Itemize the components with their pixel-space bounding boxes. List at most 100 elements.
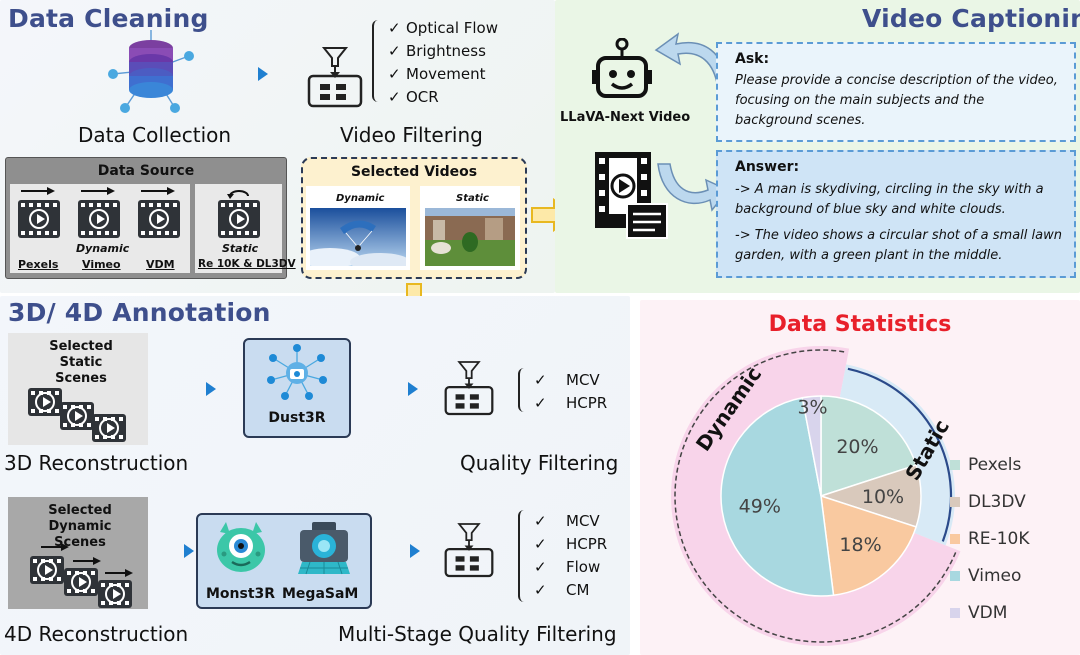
scene-video-icon bbox=[92, 414, 126, 442]
source-vimeo: Vimeo bbox=[82, 258, 121, 271]
pie-label-re-10k: 18% bbox=[839, 534, 881, 556]
filter-item: ✓MCV bbox=[534, 370, 600, 389]
filter-item: ✓Movement bbox=[388, 64, 486, 83]
video-filtering-label: Video Filtering bbox=[340, 123, 483, 147]
legend-swatch bbox=[950, 607, 960, 618]
pie-slice-vdm bbox=[801, 395, 822, 497]
pie-label-vimeo: 49% bbox=[739, 496, 781, 518]
scene-video-icon bbox=[64, 568, 98, 596]
pie-label-dl3dv: 10% bbox=[862, 486, 904, 508]
scene-video-icon bbox=[98, 580, 132, 608]
multi-stage-filtering-label: Multi-Stage Quality Filtering bbox=[338, 622, 617, 646]
filter-item: ✓OCR bbox=[388, 87, 439, 106]
selected-videos-title: Selected Videos bbox=[350, 164, 478, 180]
legend-item: VDM bbox=[950, 594, 1029, 631]
motion-arrow-icon bbox=[141, 187, 175, 195]
arrow-icon bbox=[180, 382, 216, 396]
source-vdm: VDM bbox=[146, 258, 175, 271]
video-document-icon bbox=[595, 152, 668, 239]
legend-label: DL3DV bbox=[968, 491, 1026, 512]
camera-network-icon bbox=[267, 344, 327, 400]
filter-item: ✓MCV bbox=[534, 511, 600, 530]
video-captioning-title: Video Captioning bbox=[862, 4, 1080, 33]
4d-reconstruction-label: 4D Reconstruction bbox=[4, 622, 189, 646]
motion-arrow-icon bbox=[73, 557, 101, 565]
skydiving-thumbnail bbox=[310, 208, 406, 266]
motion-arrow-icon bbox=[21, 187, 55, 195]
legend-item: Pexels bbox=[950, 446, 1029, 483]
legend-swatch bbox=[950, 496, 960, 507]
data-collection-label: Data Collection bbox=[78, 123, 232, 147]
ring-outline-static bbox=[847, 367, 953, 542]
filter-item: ✓HCPR bbox=[534, 393, 608, 412]
garden-thumbnail bbox=[425, 208, 515, 266]
legend-item: Vimeo bbox=[950, 557, 1029, 594]
motion-arrow-icon bbox=[41, 543, 69, 551]
dynamic-filter-brace bbox=[518, 510, 528, 602]
legend-swatch bbox=[950, 570, 960, 581]
ask-box bbox=[716, 42, 1076, 142]
source-pexels: Pexels bbox=[18, 258, 59, 271]
static-filter-brace bbox=[518, 368, 528, 412]
filter-folder-icon bbox=[307, 47, 363, 108]
monst3r-label: Monst3R bbox=[206, 586, 276, 602]
filter-item: ✓Optical Flow bbox=[388, 18, 498, 37]
static-filter-list: ✓MCV ✓HCPR bbox=[534, 368, 607, 414]
arrow-icon bbox=[232, 67, 268, 81]
ask-heading: Ask: bbox=[735, 51, 770, 67]
scene-video-icon bbox=[28, 388, 62, 416]
megasam-label: MegaSaM bbox=[282, 586, 359, 602]
answer-text-2: -> The video shows a circular shot of a … bbox=[735, 228, 1062, 263]
filter-item: ✓CM bbox=[534, 580, 590, 599]
pie-slice-vimeo bbox=[720, 396, 835, 597]
pie-slice-pexels bbox=[820, 395, 918, 498]
dynamic-filter-list: ✓MCV ✓HCPR ✓Flow ✓CM bbox=[534, 509, 607, 601]
filter-brace bbox=[372, 20, 382, 102]
dynamic-video-label: Dynamic bbox=[336, 193, 385, 204]
database-icon bbox=[108, 30, 194, 113]
dust3r-label: Dust3R bbox=[268, 410, 326, 426]
pexels-video-icon bbox=[18, 200, 60, 238]
robot-icon bbox=[592, 38, 652, 98]
annotation-title: 3D/ 4D Annotation bbox=[8, 298, 271, 327]
legend-item: RE-10K bbox=[950, 520, 1029, 557]
answer-box bbox=[716, 150, 1076, 278]
pie-slice-re-10k bbox=[820, 494, 918, 597]
dynamic-tag: Dynamic bbox=[76, 242, 130, 255]
arrow-icon bbox=[382, 382, 418, 396]
motion-arrow-icon bbox=[105, 569, 133, 577]
static-tag: Static bbox=[222, 242, 259, 255]
llava-model-label: LLaVA-Next Video bbox=[560, 110, 691, 125]
motion-arrow-icon bbox=[81, 187, 115, 195]
filter-folder-icon bbox=[444, 361, 494, 416]
video-filter-list: ✓Optical Flow ✓Brightness ✓Movement ✓OCR bbox=[388, 16, 498, 108]
vdm-video-icon bbox=[138, 200, 180, 238]
arrow-icon bbox=[384, 544, 420, 558]
legend-label: Pexels bbox=[968, 454, 1022, 475]
scene-video-icon bbox=[30, 556, 64, 584]
static-video-label: Static bbox=[456, 193, 489, 204]
source-static: Re 10K & DL3DV bbox=[198, 258, 296, 270]
legend-swatch bbox=[950, 533, 960, 544]
ring-segment-static bbox=[839, 364, 955, 546]
answer-text-1: -> A man is skydiving, circling in the s… bbox=[735, 182, 1044, 217]
camera-icon bbox=[298, 522, 350, 575]
3d-reconstruction-label: 3D Reconstruction bbox=[4, 451, 189, 475]
quality-filtering-label: Quality Filtering bbox=[460, 451, 619, 475]
filter-item: ✓HCPR bbox=[534, 534, 608, 553]
scene-video-icon bbox=[60, 402, 94, 430]
filter-folder-icon bbox=[444, 523, 494, 578]
vimeo-video-icon bbox=[78, 200, 120, 238]
data-source-title: Data Source bbox=[97, 163, 195, 179]
rotate-icon bbox=[227, 190, 249, 199]
pie-label-vdm: 3% bbox=[797, 396, 827, 418]
legend-label: Vimeo bbox=[968, 565, 1022, 586]
legend-item: DL3DV bbox=[950, 483, 1029, 520]
answer-heading: Answer: bbox=[735, 159, 800, 175]
static-video-icon bbox=[218, 200, 260, 238]
data-cleaning-title: Data Cleaning bbox=[8, 4, 209, 33]
filter-item: ✓Flow bbox=[534, 557, 601, 576]
pie-label-pexels: 20% bbox=[836, 436, 878, 458]
